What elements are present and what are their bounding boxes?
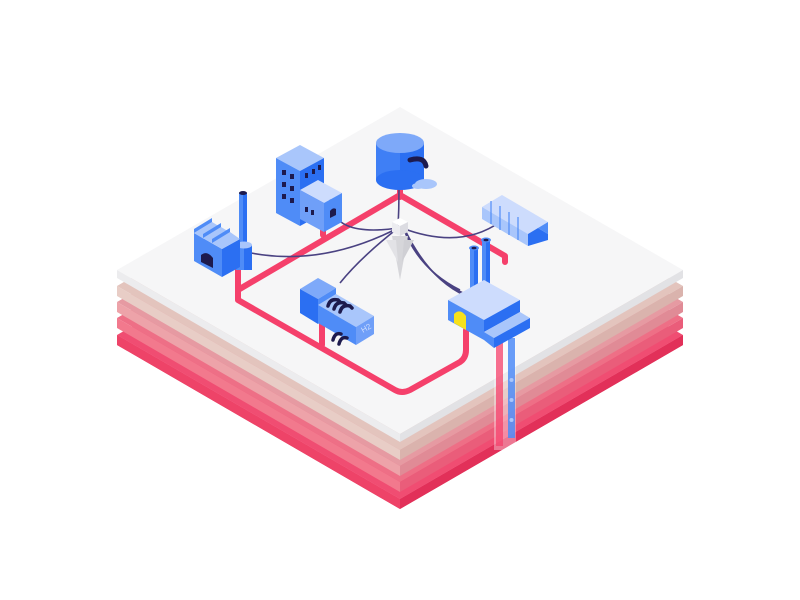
hydrogen-unit: H2 (300, 278, 374, 346)
red-pipe-network (235, 187, 508, 395)
greenhouse (482, 195, 548, 246)
blue-well-pipe (508, 338, 515, 438)
hydrogen-tubes (326, 297, 354, 346)
wells (494, 330, 516, 450)
water-tower-spout (407, 156, 429, 169)
office-door (330, 208, 336, 218)
factory (194, 191, 252, 277)
factory-door (201, 253, 213, 268)
central-hub (386, 218, 414, 280)
office-windows (282, 165, 321, 203)
red-well-pipe (496, 338, 503, 446)
office-building (276, 145, 342, 232)
greenhouse-ribs (490, 201, 519, 240)
power-plant (448, 237, 530, 348)
water-tower (376, 133, 437, 190)
power-plant-door (454, 311, 466, 330)
